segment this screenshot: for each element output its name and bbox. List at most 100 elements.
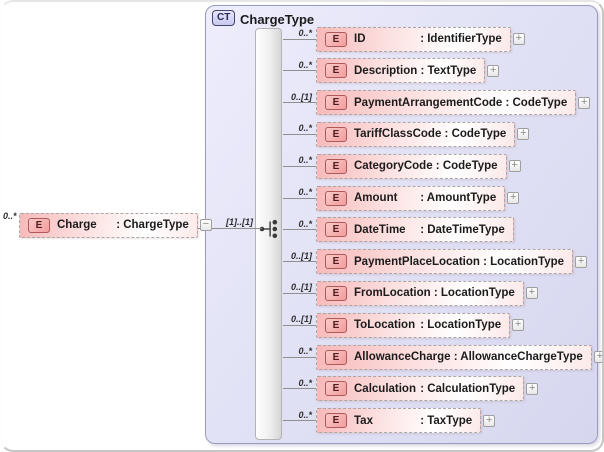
element-icon: E xyxy=(325,222,347,238)
cardinality-label: 0..* xyxy=(298,346,312,356)
element-name: DateTime xyxy=(354,223,406,236)
connector-line xyxy=(283,197,316,199)
element-row-id: 0..* E ID : IdentifierType + xyxy=(283,26,525,52)
element-box[interactable]: E ToLocation : LocationType xyxy=(316,312,511,338)
element-box[interactable]: E FromLocation : LocationType xyxy=(316,280,524,306)
connector-line xyxy=(283,388,316,390)
element-row-charge: E Charge : ChargeType − xyxy=(19,212,212,238)
element-type: : AmountType xyxy=(417,192,497,204)
expand-toggle-icon[interactable]: + xyxy=(512,319,525,332)
root-cardinality-label: 0..* xyxy=(3,211,17,221)
cardinality-label: 0..* xyxy=(298,187,312,197)
element-icon: E xyxy=(325,254,347,270)
connector-line xyxy=(283,229,316,231)
element-type: : IdentifierType xyxy=(417,33,502,45)
element-row-tax: 0..* E Tax : TaxType + xyxy=(283,408,496,434)
element-row-calculation: 0..* E Calculation : CalculationType + xyxy=(283,376,539,402)
expand-toggle-icon[interactable]: + xyxy=(593,351,604,363)
element-type: : TaxType xyxy=(417,414,473,427)
element-box[interactable]: E Amount : AmountType xyxy=(316,185,506,211)
connector-line xyxy=(283,70,316,72)
element-name: Description xyxy=(354,64,418,77)
element-box[interactable]: E Description : TextType xyxy=(316,58,486,84)
cardinality-label: 0..* xyxy=(298,123,312,134)
element-row-description: 0..* E Description : TextType + xyxy=(283,58,500,84)
element-icon: E xyxy=(325,126,347,142)
element-name: AllowanceCharge xyxy=(354,351,451,363)
connector-cardinality-label: [1]..[1] xyxy=(226,217,253,227)
element-box[interactable]: E Tax : TaxType xyxy=(316,408,482,434)
element-name: ID xyxy=(354,33,366,45)
element-type: : LocationType xyxy=(430,287,515,300)
element-icon: E xyxy=(325,317,347,333)
element-box[interactable]: E Calculation : CalculationType xyxy=(316,376,525,402)
element-icon: E xyxy=(325,349,347,365)
element-box-charge[interactable]: E Charge : ChargeType xyxy=(19,212,198,238)
element-name: PaymentPlaceLocation xyxy=(354,255,480,268)
element-icon: E xyxy=(325,63,347,79)
element-type: : TextType xyxy=(417,64,477,77)
element-icon: E xyxy=(325,413,347,429)
element-icon: E xyxy=(28,217,50,233)
element-icon: E xyxy=(325,381,347,397)
connector-line xyxy=(283,133,316,135)
connector-line xyxy=(283,38,316,40)
element-box[interactable]: E TariffClassCode : CodeType xyxy=(316,121,516,147)
sequence-compositor-icon[interactable] xyxy=(257,217,283,241)
connector-line xyxy=(283,292,316,294)
element-box[interactable]: E PaymentArrangementCode : CodeType xyxy=(316,90,577,116)
expand-toggle-icon[interactable]: + xyxy=(487,64,500,77)
expand-toggle-icon[interactable]: + xyxy=(526,382,539,395)
element-type: : CalculationType xyxy=(417,382,516,395)
expand-toggle-icon[interactable]: + xyxy=(507,192,520,204)
element-name: PaymentArrangementCode xyxy=(354,96,503,109)
element-type: : ChargeType xyxy=(113,219,189,231)
cardinality-label: 0..* xyxy=(298,28,312,38)
expand-toggle-icon[interactable]: + xyxy=(512,33,525,45)
element-name: ToLocation xyxy=(354,319,416,332)
element-type: : LocationType xyxy=(479,255,565,268)
element-row-fromlocation: 0..[1] E FromLocation : LocationType + xyxy=(283,280,538,306)
element-type: : LocationType xyxy=(417,319,502,332)
element-icon: E xyxy=(325,158,347,174)
cardinality-label: 0..* xyxy=(298,59,312,70)
element-box[interactable]: E AllowanceCharge : AllowanceChargeType xyxy=(316,344,592,370)
element-box[interactable]: E ID : IdentifierType xyxy=(316,26,511,52)
connector-line xyxy=(283,102,316,104)
expand-toggle-icon[interactable]: + xyxy=(508,160,521,173)
cardinality-label: 0..* xyxy=(298,409,312,420)
cardinality-label: 0..* xyxy=(298,377,312,388)
element-type: : CodeType xyxy=(432,160,498,173)
collapse-toggle-icon[interactable]: − xyxy=(199,219,212,231)
element-box[interactable]: E CategoryCode : CodeType xyxy=(316,153,507,179)
element-row-tariffclasscode: 0..* E TariffClassCode : CodeType + xyxy=(283,121,530,147)
element-icon: E xyxy=(325,95,347,111)
element-icon: E xyxy=(325,285,347,301)
connector-line xyxy=(283,324,316,326)
connector-line xyxy=(283,165,316,167)
element-box[interactable]: E PaymentPlaceLocation : LocationType xyxy=(316,249,574,275)
complextype-icon: CT xyxy=(212,10,236,26)
element-name: Tax xyxy=(354,414,373,427)
element-box[interactable]: E DateTime : DateTimeType xyxy=(316,217,514,243)
connector-line xyxy=(283,261,316,263)
element-type: : AllowanceChargeType xyxy=(450,351,583,363)
expand-toggle-icon[interactable]: + xyxy=(517,128,530,141)
element-name: TariffClassCode xyxy=(354,128,442,141)
element-row-paymentarrangementcode: 0..[1] E PaymentArrangementCode : CodeTy… xyxy=(283,90,591,116)
element-row-amount: 0..* E Amount : AmountType + xyxy=(283,185,520,211)
connector-line xyxy=(283,356,316,358)
element-name: Calculation xyxy=(354,382,416,395)
expand-toggle-icon[interactable]: + xyxy=(525,287,538,300)
cardinality-label: 0..[1] xyxy=(290,250,312,261)
expand-toggle-icon[interactable]: + xyxy=(483,414,496,427)
cardinality-label: 0..[1] xyxy=(290,282,312,293)
element-name: Amount xyxy=(354,192,398,204)
expand-toggle-icon[interactable]: + xyxy=(575,255,588,268)
element-row-tolocation: 0..[1] E ToLocation : LocationType + xyxy=(283,312,525,338)
element-name: FromLocation xyxy=(354,287,431,300)
expand-toggle-icon[interactable]: + xyxy=(578,96,591,109)
cardinality-label: 0..[1] xyxy=(290,314,312,325)
element-name: CategoryCode xyxy=(354,160,433,173)
